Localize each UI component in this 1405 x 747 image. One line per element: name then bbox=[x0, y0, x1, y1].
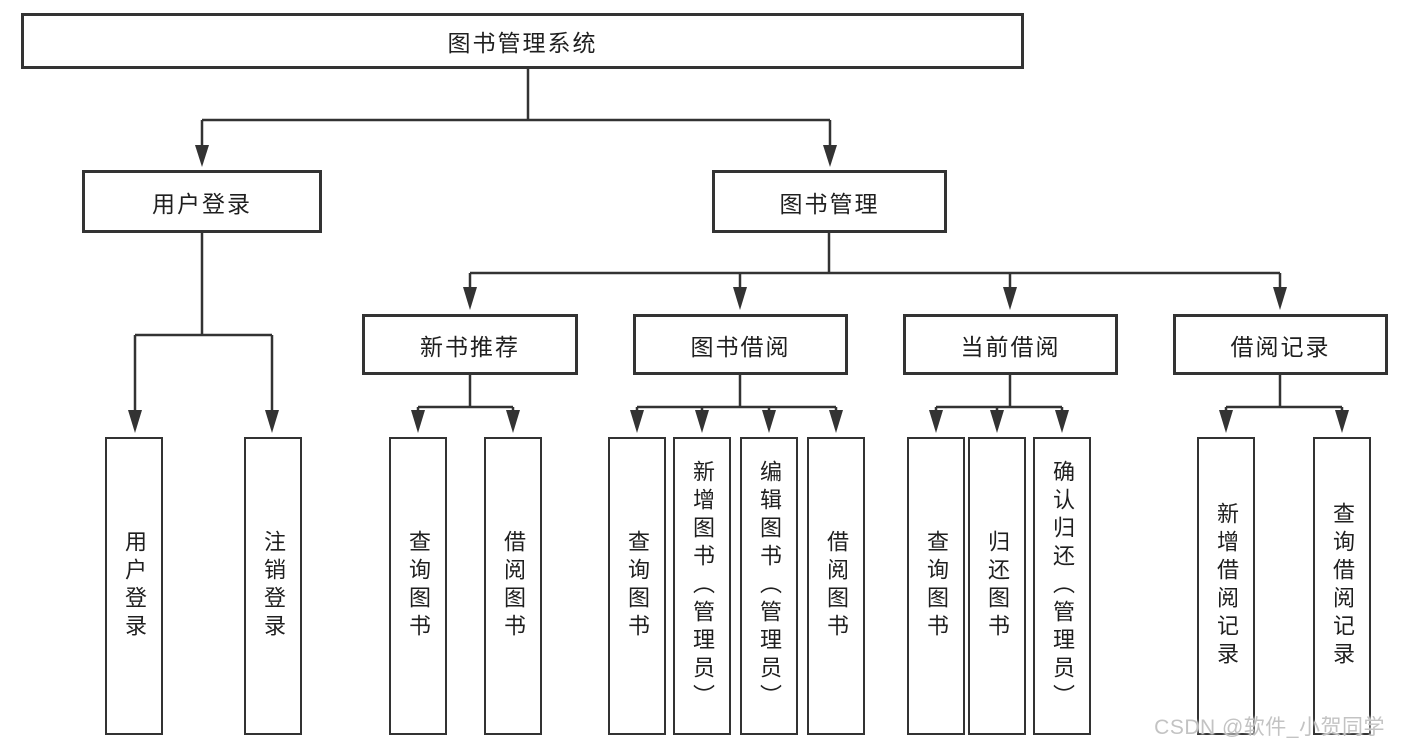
arrowhead bbox=[463, 287, 477, 310]
node-label: 借阅图书 bbox=[824, 530, 849, 642]
node-leaf-add-books-admin: 新增图书（管理员） bbox=[673, 437, 731, 735]
node-user-login: 用户登录 bbox=[82, 170, 322, 233]
node-label: 查询图书 bbox=[924, 530, 949, 642]
node-borrowing-records: 借阅记录 bbox=[1173, 314, 1388, 375]
node-label: 借阅图书 bbox=[501, 530, 526, 642]
node-label: 新增图书（管理员） bbox=[690, 460, 715, 712]
node-label: 归还图书 bbox=[985, 530, 1010, 642]
arrowhead bbox=[1003, 287, 1017, 310]
node-label: 图书管理 bbox=[779, 190, 880, 217]
node-leaf-query-borrow-record: 查询借阅记录 bbox=[1313, 437, 1371, 735]
node-label: 图书管理系统 bbox=[447, 30, 598, 56]
node-leaf-user-login: 用户登录 bbox=[105, 437, 163, 735]
node-book-borrowing: 图书借阅 bbox=[633, 314, 848, 375]
node-label: 查询图书 bbox=[625, 530, 650, 642]
edge-root-to-level2 bbox=[195, 69, 837, 167]
node-leaf-add-borrow-record: 新增借阅记录 bbox=[1197, 437, 1255, 735]
node-label: 确认归还（管理员） bbox=[1050, 460, 1075, 712]
node-label: 借阅记录 bbox=[1230, 333, 1331, 360]
arrowhead bbox=[1219, 410, 1233, 433]
edge-user-login-children bbox=[128, 233, 279, 433]
arrowhead bbox=[733, 287, 747, 310]
node-leaf-borrow-books-recommend: 借阅图书 bbox=[484, 437, 542, 735]
edge-book-borrowing-children bbox=[630, 375, 843, 433]
node-leaf-return-books: 归还图书 bbox=[968, 437, 1026, 735]
edge-new-book-rec-children bbox=[411, 375, 520, 433]
arrowhead bbox=[128, 410, 142, 433]
node-label: 查询图书 bbox=[406, 530, 431, 642]
arrowhead bbox=[411, 410, 425, 433]
arrowhead bbox=[990, 410, 1004, 433]
arrowhead bbox=[506, 410, 520, 433]
node-leaf-query-books-borrowing: 查询图书 bbox=[608, 437, 666, 735]
node-label: 查询借阅记录 bbox=[1330, 502, 1355, 670]
arrowhead bbox=[630, 410, 644, 433]
node-leaf-logout: 注销登录 bbox=[244, 437, 302, 735]
node-label: 用户登录 bbox=[152, 190, 252, 217]
edge-current-borrowing-children bbox=[929, 375, 1069, 433]
node-new-book-recommend: 新书推荐 bbox=[362, 314, 578, 375]
node-label: 图书借阅 bbox=[690, 333, 791, 360]
node-label: 用户登录 bbox=[122, 530, 147, 642]
node-leaf-borrow-books-borrowing: 借阅图书 bbox=[807, 437, 865, 735]
arrowhead bbox=[762, 410, 776, 433]
node-book-management: 图书管理 bbox=[712, 170, 947, 233]
node-root: 图书管理系统 bbox=[21, 13, 1024, 69]
arrowhead bbox=[265, 410, 279, 433]
node-leaf-edit-books-admin: 编辑图书（管理员） bbox=[740, 437, 798, 735]
watermark: CSDN @软件_小贺同学 bbox=[1154, 716, 1385, 739]
node-label: 当前借阅 bbox=[960, 333, 1061, 360]
arrowhead bbox=[823, 145, 837, 167]
arrowhead bbox=[195, 145, 209, 167]
arrowhead bbox=[1273, 287, 1287, 310]
node-leaf-confirm-return-admin: 确认归还（管理员） bbox=[1033, 437, 1091, 735]
node-label: 注销登录 bbox=[261, 530, 286, 642]
node-leaf-query-books-recommend: 查询图书 bbox=[389, 437, 447, 735]
node-label: 新增借阅记录 bbox=[1214, 502, 1239, 670]
edge-book-management-children bbox=[463, 233, 1287, 310]
arrowhead bbox=[829, 410, 843, 433]
arrowhead bbox=[929, 410, 943, 433]
node-current-borrowing: 当前借阅 bbox=[903, 314, 1118, 375]
edge-borrowing-records-children bbox=[1219, 375, 1349, 433]
node-leaf-query-books-current: 查询图书 bbox=[907, 437, 965, 735]
node-label: 新书推荐 bbox=[420, 333, 520, 360]
arrowhead bbox=[1335, 410, 1349, 433]
node-label: 编辑图书（管理员） bbox=[757, 460, 782, 712]
arrowhead bbox=[695, 410, 709, 433]
arrowhead bbox=[1055, 410, 1069, 433]
